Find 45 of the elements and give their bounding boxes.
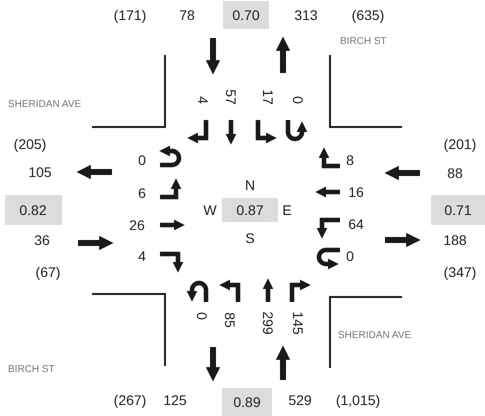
traffic-count: 105: [28, 164, 52, 180]
traffic-count: 57: [223, 89, 239, 105]
street-name: SHERIDAN AVE: [8, 99, 82, 111]
street-name: BIRCH ST: [8, 364, 55, 376]
traffic-count: 0: [290, 96, 306, 104]
traffic-count: 299: [260, 311, 276, 335]
traffic-count: 4: [138, 248, 146, 264]
traffic-count: 8: [346, 152, 354, 168]
compass-letter: N: [244, 177, 256, 193]
traffic-count: 16: [348, 184, 364, 200]
traffic-count: (1,015): [336, 392, 380, 408]
traffic-count: 64: [348, 216, 364, 232]
compass-letter: E: [282, 202, 292, 218]
peak-hour-factor: 0.89: [222, 388, 272, 416]
traffic-count: (267): [114, 392, 146, 408]
traffic-count: (347): [444, 264, 476, 280]
compass-letter: S: [245, 230, 255, 246]
traffic-count: 145: [290, 311, 306, 335]
peak-hour-factor: 0.82: [4, 195, 62, 225]
traffic-count: 85: [222, 312, 238, 328]
peak-hour-factor: 0.70: [223, 1, 269, 29]
traffic-count: 88: [447, 165, 463, 181]
compass-letter: W: [203, 202, 217, 218]
traffic-count: (171): [114, 7, 146, 23]
traffic-count: 4: [195, 96, 211, 104]
traffic-count: (205): [14, 136, 46, 152]
peak-hour-factor: 0.87: [222, 198, 278, 222]
traffic-count: 0: [138, 152, 146, 168]
traffic-count: 0: [194, 312, 210, 320]
street-name: SHERIDAN AVE: [338, 330, 412, 342]
traffic-count: 78: [179, 7, 195, 23]
traffic-count: 529: [288, 392, 312, 408]
traffic-count: (67): [36, 264, 60, 280]
street-name: BIRCH ST: [340, 36, 387, 48]
traffic-count: 26: [129, 217, 145, 233]
traffic-count: 313: [294, 7, 318, 23]
traffic-count: 36: [34, 232, 50, 248]
traffic-count: (635): [352, 7, 384, 23]
traffic-count: 125: [163, 392, 187, 408]
traffic-count: 188: [443, 232, 467, 248]
traffic-count: (201): [444, 136, 476, 152]
traffic-count: 0: [346, 248, 354, 264]
traffic-count: 17: [260, 89, 276, 105]
traffic-count: 6: [138, 185, 146, 201]
peak-hour-factor: 0.71: [430, 195, 485, 225]
